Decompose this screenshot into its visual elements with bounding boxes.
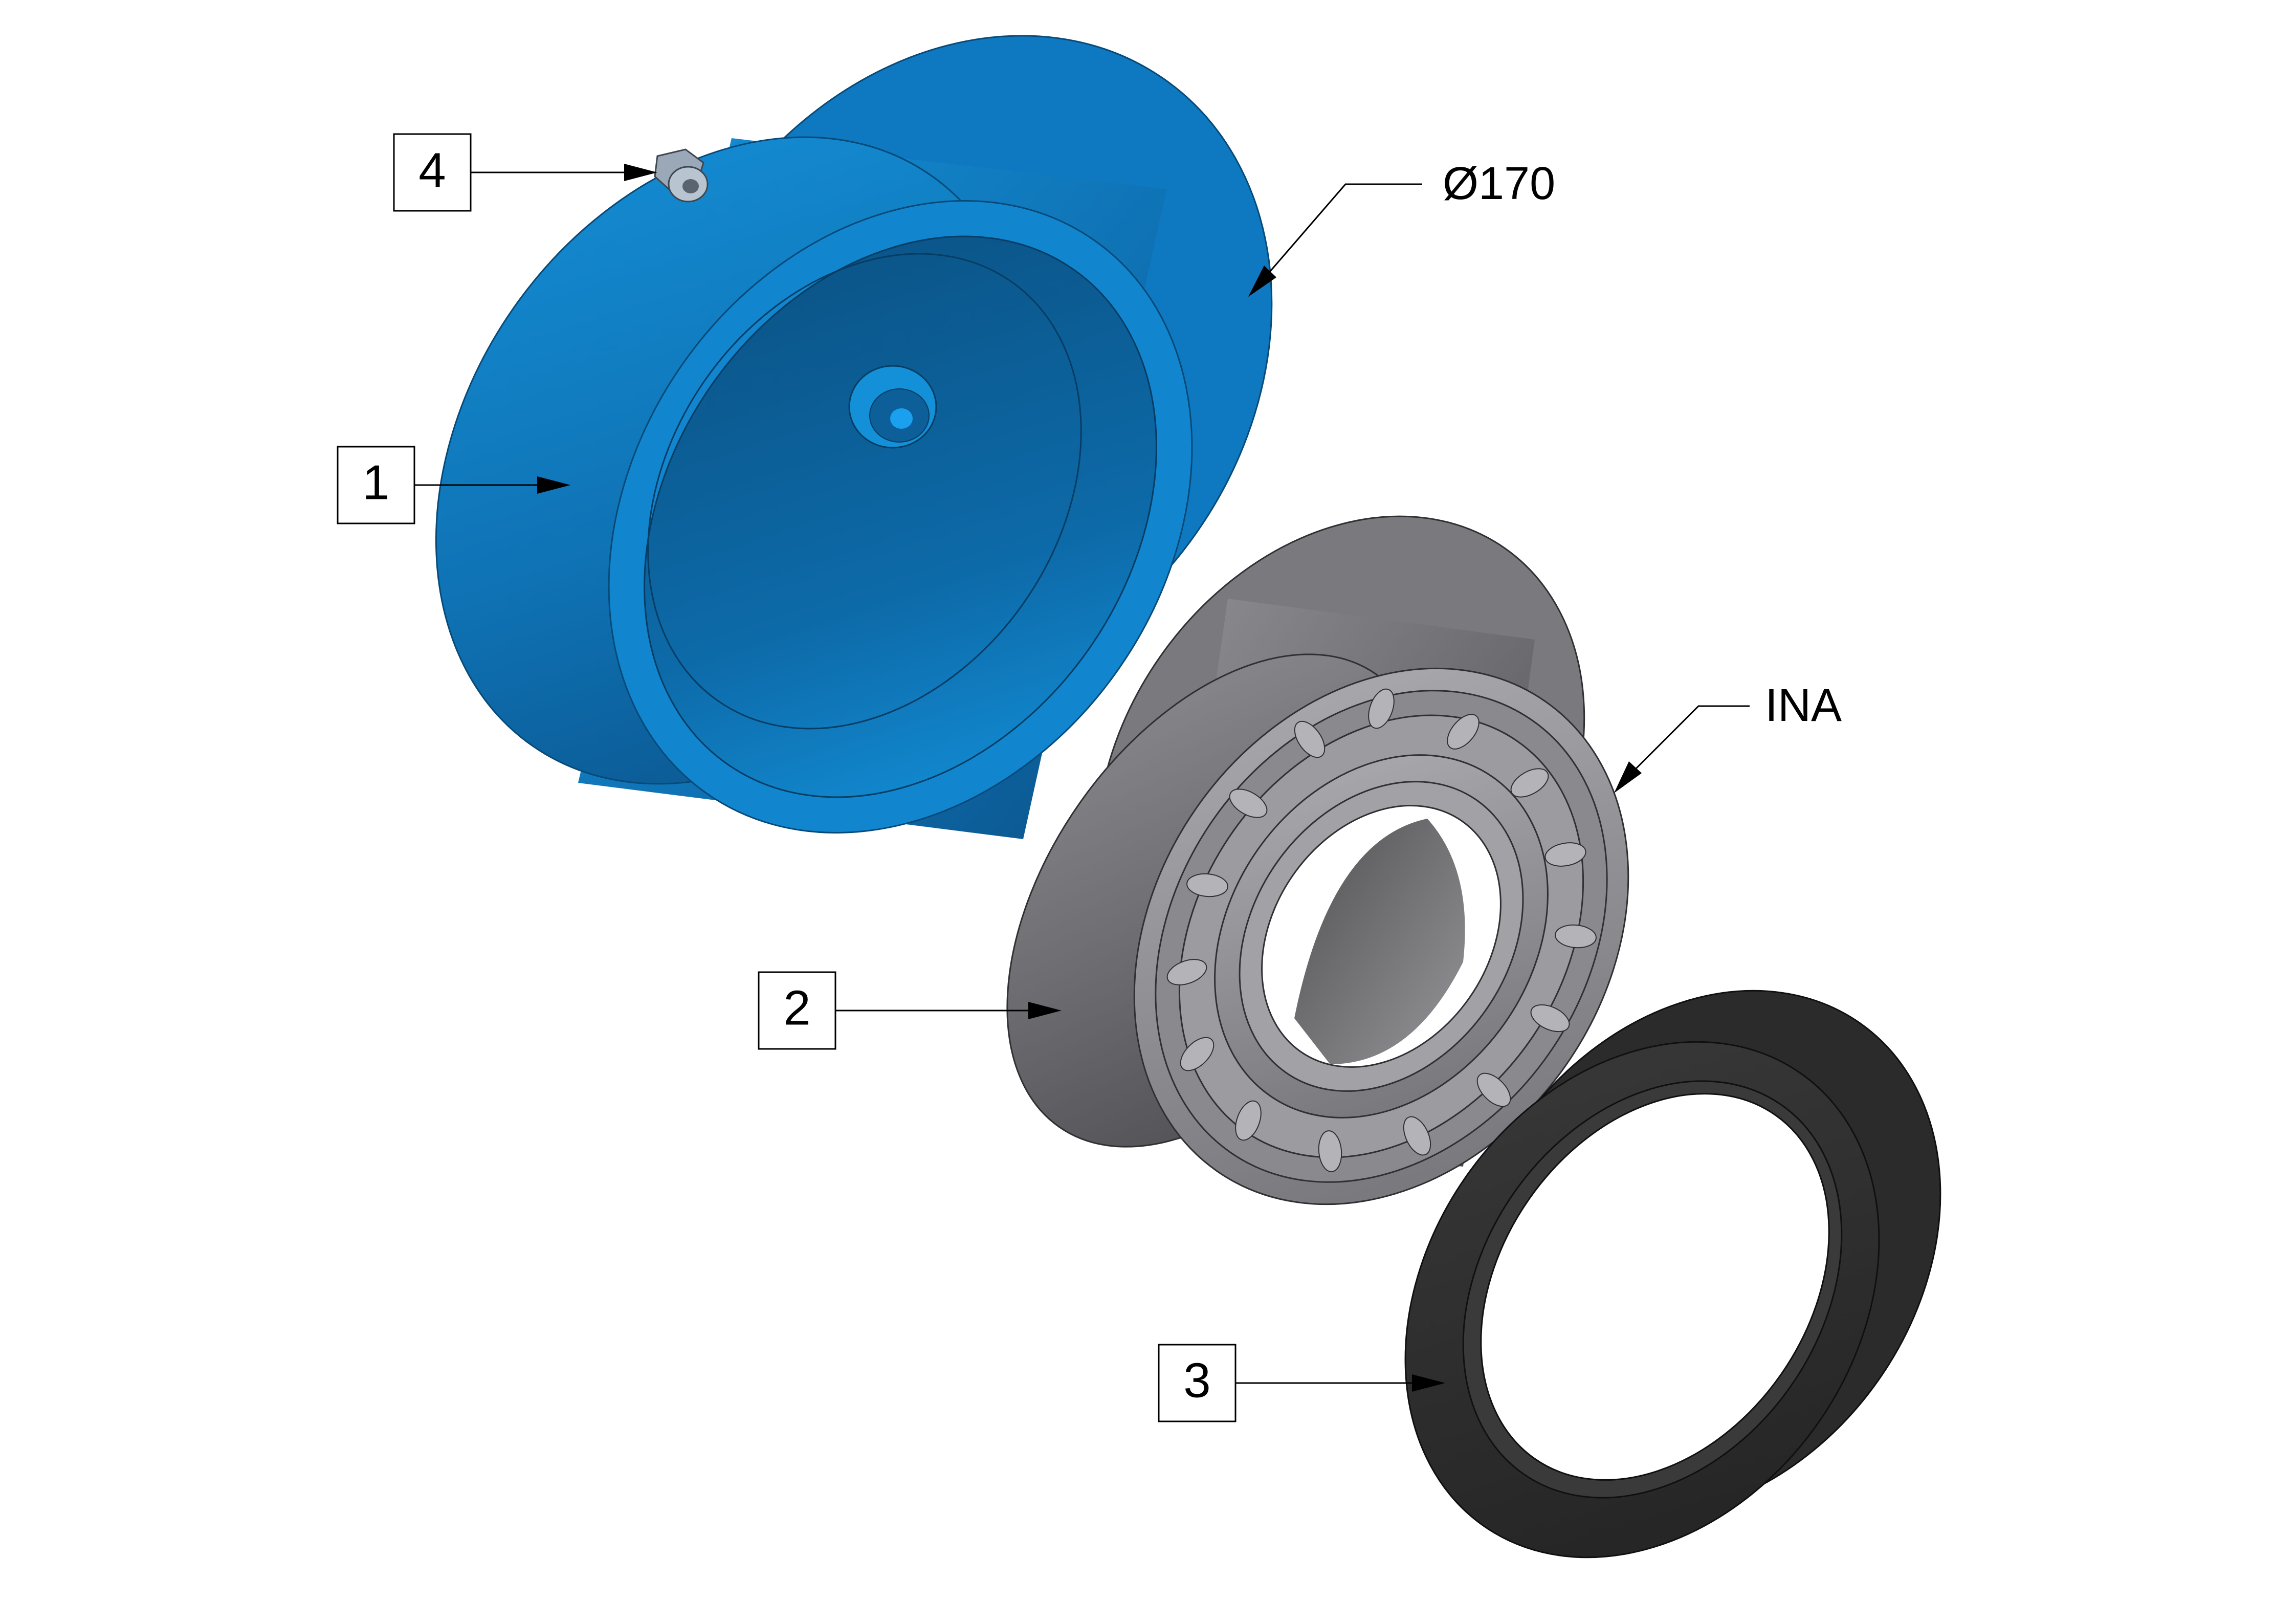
diameter-note: Ø170 [1248, 158, 1555, 297]
housing-cup [435, 35, 1273, 839]
balloon-4: 4 [393, 133, 657, 212]
seal-ring [1404, 990, 1941, 1559]
roller-bearing [1006, 515, 1629, 1205]
balloon-1-label: 1 [362, 455, 389, 510]
balloon-2-label: 2 [783, 980, 810, 1035]
balloon-4-label: 4 [418, 143, 446, 198]
balloon-3: 3 [1158, 1344, 1445, 1422]
manufacturer-note-text: INA [1765, 680, 1842, 731]
balloon-3-label: 3 [1183, 1353, 1210, 1408]
diameter-note-text: Ø170 [1443, 158, 1555, 209]
manufacturer-note: INA [1614, 680, 1842, 793]
bearing-rollers [1166, 688, 1597, 1172]
balloon-2: 2 [758, 971, 1062, 1050]
inner-fitting-boss [848, 365, 937, 449]
grease-fitting [654, 148, 709, 203]
balloon-1: 1 [337, 446, 570, 524]
